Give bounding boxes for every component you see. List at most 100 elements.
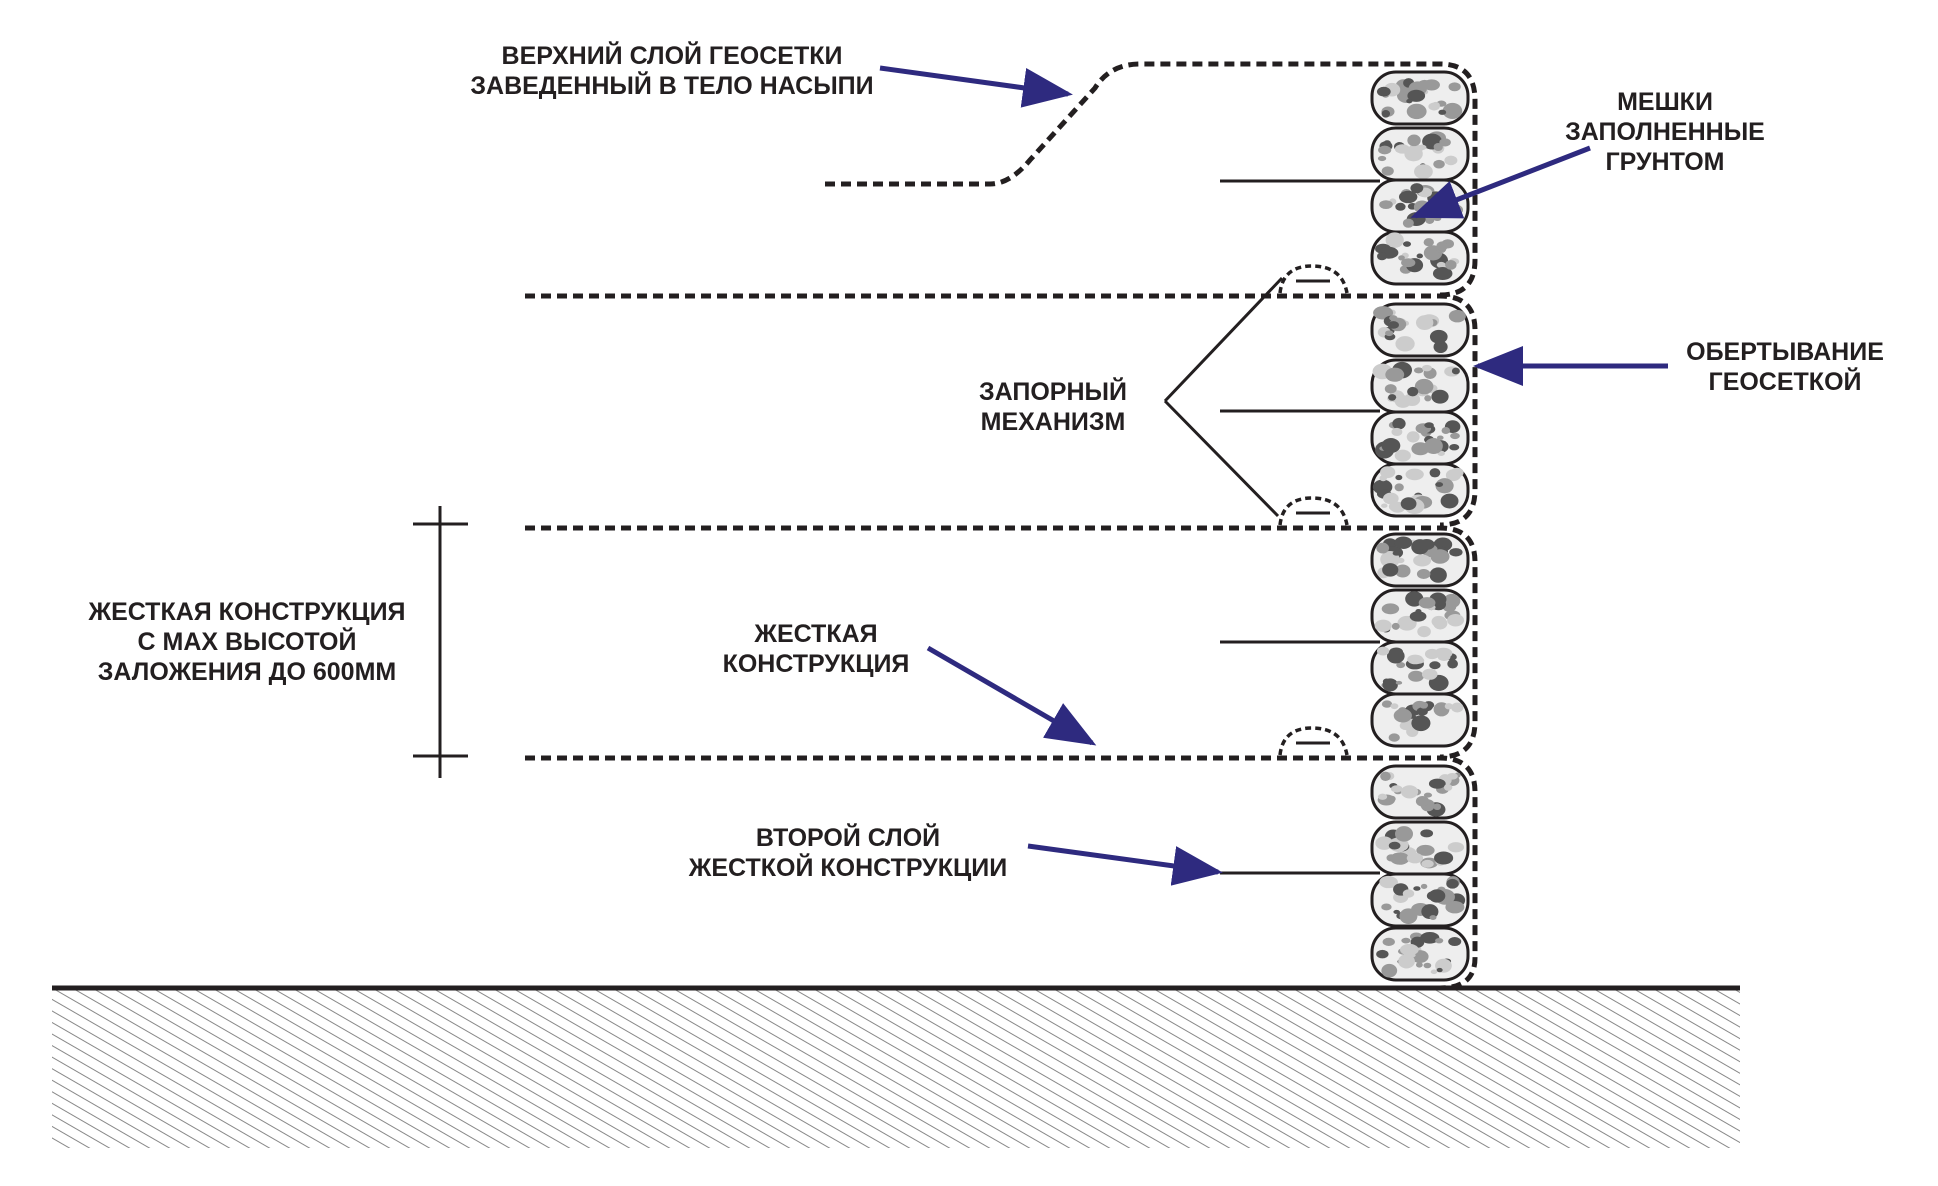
label-rigid-height-line3: ЗАЛОЖЕНИЯ ДО 600ММ [98,658,396,686]
bag-stone [1406,98,1413,104]
bag-stone [1424,437,1443,455]
bag-stone [1423,238,1434,247]
label-top-layer-line1: ВЕРХНИЙ СЛОЙ ГЕОСЕТКИ [502,40,843,70]
soil-bag [1370,640,1470,696]
bag-stone [1415,962,1423,968]
bag-stone [1380,771,1391,782]
bag-stone [1388,841,1401,850]
soil-bag [1370,126,1470,182]
bag-stone [1382,563,1399,577]
soil-bag [1370,872,1470,928]
bag-stone [1388,733,1400,742]
bag-stone [1435,478,1454,494]
bag-stone [1436,261,1446,268]
soil-bag [1370,230,1470,286]
soil-bag [1370,926,1470,982]
bag-stone [1386,648,1405,664]
bag-stone [1407,134,1421,147]
bag-stone [1407,654,1424,665]
bag-stone [1401,937,1411,944]
bag-stone [1406,431,1420,443]
bag-stone [1408,670,1424,682]
bag-stone [1418,597,1436,609]
bag-stone [1428,778,1446,789]
bag-stone [1389,315,1398,321]
bag-stone [1444,703,1453,710]
bag-stone [1429,329,1448,344]
label-second-layer-line2: ЖЕСТКОЙ КОНСТРУКЦИИ [688,852,1007,882]
label-wrap-line2: ГЕОСЕТКОЙ [1709,366,1862,396]
bag-stone [1376,646,1390,656]
bag-stone [1376,949,1389,959]
bag-stone [1421,859,1434,868]
bag-stone [1385,877,1398,888]
bag-stone [1381,503,1388,508]
bag-stone [1400,497,1417,511]
label-second-layer-line1: ВТОРОЙ СЛОЙ [756,822,940,852]
bag-stone [1433,142,1443,152]
bag-stone [1449,548,1463,557]
soil-bag [1370,462,1470,518]
bag-stone [1431,101,1440,109]
bag-stone [1377,155,1387,162]
bag-stone [1438,109,1447,115]
bag-stone [1415,608,1422,614]
bag-stone [1430,549,1450,564]
bag-stone [1381,963,1398,978]
soil-bag [1370,820,1470,876]
bag-stone [1436,967,1443,973]
bag-stone [1420,883,1428,889]
bag-stone [1395,564,1411,578]
bag-stone [1377,793,1388,800]
bag-stone [1388,394,1397,401]
bag-stone [1396,661,1406,669]
bag-stone [1417,144,1427,151]
bag-stone [1419,701,1429,709]
bag-stone [1424,422,1434,429]
bag-stone [1390,785,1403,793]
bag-stone [1376,542,1390,554]
bag-stone [1434,647,1453,659]
rigid-structure-lines [1220,179,1380,875]
bag-stone [1392,550,1401,556]
bag-stone [1416,253,1423,259]
bag-stone [1448,82,1461,92]
height-dimension [413,506,468,778]
bag-stone [1431,615,1447,628]
bag-stone [1391,427,1403,437]
bag-stone [1379,200,1393,210]
label-rigid-line1: ЖЕСТКАЯ [753,620,877,648]
bag-stone [1451,702,1464,713]
bag-stone [1395,474,1403,481]
bag-stone [1451,367,1460,375]
bag-stone [1423,962,1432,969]
bag-stone [1387,321,1399,329]
bag-stone [1402,218,1414,228]
soil-bag [1370,302,1470,358]
bag-stone [1439,138,1451,147]
bag-stone [1395,826,1414,842]
bag-stone [1435,937,1444,944]
bag-stone [1447,842,1465,853]
bag-stone [1394,395,1412,408]
bag-stone [1416,569,1431,580]
bag-stone [1401,785,1419,799]
bag-stone [1449,444,1460,451]
label-rigid-line2: КОНСТРУКЦИЯ [723,650,910,678]
bag-stone [1433,340,1448,353]
bag-stone [1424,395,1432,402]
bag-stone [1432,266,1453,281]
bag-stone [1404,146,1423,162]
soil-bag [1370,692,1470,748]
bag-stone [1429,661,1441,670]
bag-stone [1421,668,1438,680]
geogrid-layers [525,61,1478,991]
soil-bags-column [1370,70,1470,982]
bag-stone [1446,878,1459,889]
bag-stone [1381,166,1394,176]
bag-stone [1445,259,1457,270]
bag-stone [1425,215,1435,225]
bag-stone [1405,468,1424,481]
bag-stone [1409,611,1427,622]
